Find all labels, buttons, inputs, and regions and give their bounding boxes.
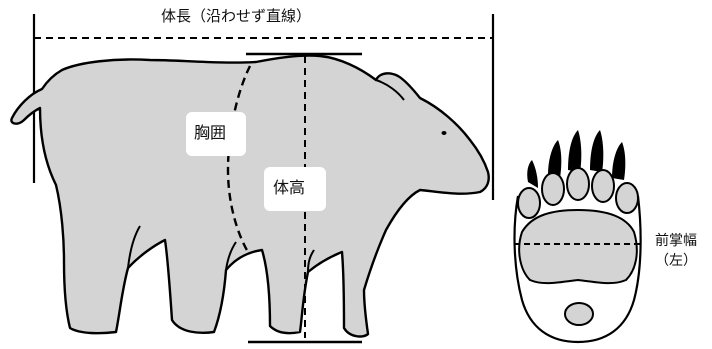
front-paw: [513, 130, 642, 344]
claw-1: [548, 140, 562, 178]
bear-silhouette: [10, 54, 490, 338]
paw-outline: [513, 195, 642, 344]
claw-5: [527, 160, 538, 188]
toe-pad-2: [541, 172, 565, 206]
chest-girth-dashed-curve: [226, 65, 252, 253]
toe-pad-1: [517, 187, 541, 219]
leg-line-2: [225, 241, 237, 271]
chest-girth-label: 胸囲: [194, 123, 227, 142]
toe-pad-4: [591, 169, 615, 203]
leg-line-3: [307, 249, 315, 273]
body-height-label-box: [264, 167, 326, 211]
body-length-label: 体長（沿わせず直線）: [161, 7, 312, 25]
chest-girth-label-box: [186, 112, 246, 156]
body-height-label: 体高: [273, 178, 306, 197]
ear-line: [375, 79, 405, 101]
eye: [441, 131, 447, 135]
heel-pad: [564, 302, 594, 326]
toe-pad-5: [615, 182, 639, 214]
claw-4: [612, 142, 626, 180]
claw-3: [590, 130, 604, 172]
toe-pad-3: [566, 167, 590, 201]
paw-width-label: 前掌幅: [655, 233, 697, 249]
claw-2: [568, 130, 582, 172]
palm-pad: [518, 208, 638, 285]
leg-line-1: [127, 225, 141, 269]
paw-side-label: （左）: [655, 253, 697, 269]
